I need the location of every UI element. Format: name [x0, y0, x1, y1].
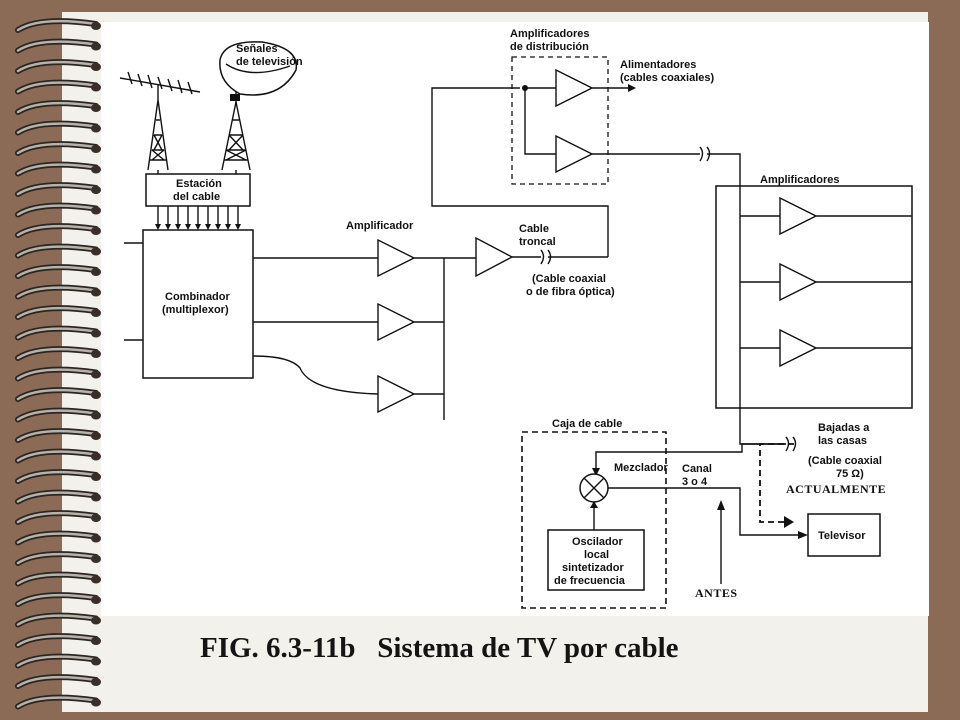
label-amp-distrib-2: de distribución [510, 41, 589, 53]
spiral-coil [15, 325, 101, 341]
label-amplificador: Amplificador [346, 220, 414, 232]
spiral-coil [15, 489, 101, 505]
amplifier-2 [377, 302, 416, 342]
estacion-box [145, 173, 251, 207]
televisor-box [807, 513, 881, 557]
trunk-amplifier [475, 236, 514, 278]
amplificadores-box [715, 185, 913, 409]
oscilador-box [547, 529, 645, 591]
label-cable-troncal-1: Cable [519, 223, 549, 235]
label-caja-de-cable: Caja de cable [552, 418, 622, 430]
distribution-amp-1 [555, 68, 594, 108]
label-coaxial75-2: 75 Ω) [836, 468, 864, 480]
combinador-outputs [252, 257, 379, 395]
spiral-coil [15, 633, 101, 648]
label-estacion-2: del cable [173, 191, 220, 203]
spiral-coil [15, 18, 101, 33]
label-bajadas-2: las casas [818, 435, 867, 447]
spiral-coil [15, 674, 101, 689]
spiral-coil [15, 141, 101, 156]
label-cable-troncal-2: troncal [519, 236, 556, 248]
line-amp-2 [779, 262, 818, 302]
amp-bus [414, 257, 476, 420]
spiral-coil [15, 264, 101, 279]
label-estacion-1: Estación [176, 178, 222, 190]
spiral-coil [15, 407, 101, 423]
spiral-coil [15, 223, 101, 238]
label-televisor: Televisor [818, 530, 866, 542]
spiral-coil [15, 551, 101, 566]
spiral-coil [15, 366, 101, 382]
spiral-binding [15, 18, 101, 710]
spiral-coil [15, 182, 101, 197]
spiral-coil [15, 387, 101, 402]
label-alimentadores-1: Alimentadores [620, 59, 696, 71]
estacion-output-arrows [155, 206, 241, 230]
combinador-box [142, 229, 254, 379]
spiral-coil [15, 571, 101, 587]
label-oscilador-1: Oscilador [572, 536, 623, 548]
caption-title: Sistema de TV por cable [377, 632, 679, 664]
label-coaxial75-1: (Cable coaxial [808, 455, 882, 467]
label-senales-1: Señales [236, 43, 278, 55]
line-amp-1 [779, 196, 818, 236]
amplifier-3 [377, 374, 416, 414]
spiral-coil [15, 428, 101, 443]
distribution-box [511, 56, 609, 185]
spiral-coil [15, 202, 101, 218]
figure-caption: FIG. 6.3-11b Sistema de TV por cable [200, 632, 900, 665]
label-oscilador-2: local [584, 549, 609, 561]
spiral-coil [15, 592, 101, 607]
label-bajadas-1: Bajadas a [818, 422, 870, 434]
spiral-coil [15, 100, 101, 115]
spiral-coil [15, 38, 101, 54]
label-alimentadores-2: (cables coaxiales) [620, 72, 715, 84]
antenna-towers [119, 41, 298, 174]
spiral-coil [15, 59, 101, 74]
actualmente-path [759, 443, 794, 523]
spiral-coil [15, 284, 101, 300]
amplifier-1 [377, 238, 416, 278]
spiral-coil [15, 243, 101, 259]
label-actualmente: ACTUALMENTE [786, 482, 886, 496]
label-coaxial-fibra-2: o de fibra óptica) [526, 286, 615, 298]
trunk-to-distribution [431, 87, 609, 257]
spiral-coil [15, 653, 101, 669]
caption-number: FIG. 6.3-11b [200, 632, 356, 664]
spiral-coil [15, 305, 101, 320]
label-amp-distrib-1: Amplificadores [510, 28, 589, 40]
label-mezclador: Mezclador [614, 462, 669, 474]
label-senales-2: de televisión [236, 56, 303, 68]
label-canal-1: Canal [682, 463, 712, 475]
spiral-coil [15, 448, 101, 464]
spiral-coil [15, 530, 101, 546]
label-combinador-2: (multiplexor) [162, 304, 229, 316]
label-coaxial-fibra-1: (Cable coaxial [532, 273, 606, 285]
spiral-coil [15, 469, 101, 484]
spiral-coil [15, 612, 101, 628]
combinador-inputs [124, 242, 143, 341]
spiral-coil [15, 161, 101, 177]
spiral-coil [15, 510, 101, 525]
spiral-coil [15, 79, 101, 95]
spiral-coil [15, 346, 101, 361]
label-oscilador-4: de frecuencia [554, 575, 626, 587]
label-oscilador-3: sintetizador [562, 562, 624, 574]
distribution-amp-2 [555, 134, 594, 174]
label-amplificadores: Amplificadores [760, 174, 839, 186]
spiral-coil [15, 120, 101, 136]
label-canal-2: 3 o 4 [682, 476, 708, 488]
label-combinador-1: Combinador [165, 291, 230, 303]
cable-box [521, 431, 667, 609]
label-antes: ANTES [695, 586, 738, 600]
spiral-coil [15, 694, 101, 710]
line-amp-3 [779, 328, 818, 368]
